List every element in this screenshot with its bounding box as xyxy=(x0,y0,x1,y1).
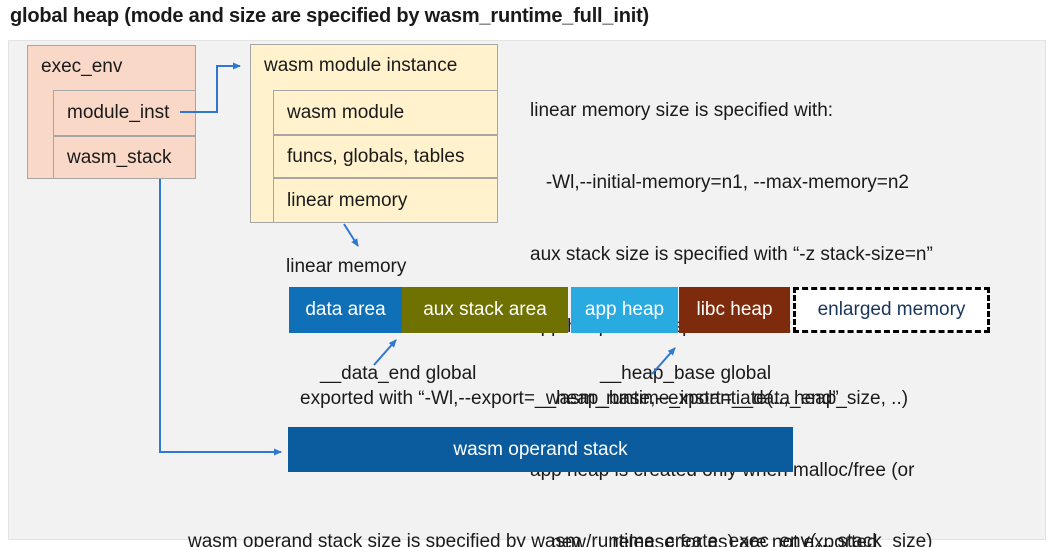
note-line: aux stack size is specified with “-z sta… xyxy=(530,244,933,265)
footer-line: wasm operand stack size is specified by … xyxy=(188,531,933,547)
row-module-inst: module_inst xyxy=(53,90,196,136)
row-module-inst-label: module_inst xyxy=(67,102,170,123)
exec-env-header: exec_env xyxy=(41,56,123,77)
diagram-title: global heap (mode and size are specified… xyxy=(10,5,649,27)
segment-app-heap-label: app heap xyxy=(584,299,665,320)
row-wasm-stack-label: wasm_stack xyxy=(67,146,172,168)
row-linear-memory-label: linear memory xyxy=(287,189,408,211)
segment-data-area: data area xyxy=(289,287,402,333)
note-line: wasm_runtime_instantiate(.., heap_size, … xyxy=(530,388,909,409)
note-line: linear memory size is specified with: xyxy=(530,100,834,121)
row-funcs-globals-tables: funcs, globals, tables xyxy=(273,135,498,178)
exported-label: exported with “-Wl,--export=__heap_base,… xyxy=(300,388,839,409)
segment-aux-stack-area: aux stack area xyxy=(402,287,568,333)
operand-stack-label: wasm operand stack xyxy=(453,438,628,460)
note-line: __new/__release for as) are not exported xyxy=(530,532,878,547)
row-funcs-globals-tables-label: funcs, globals, tables xyxy=(287,145,465,167)
linear-memory-label: linear memory xyxy=(286,256,407,277)
row-wasm-module: wasm module xyxy=(273,90,498,135)
operand-stack-bar: wasm operand stack xyxy=(288,427,793,472)
note-line: -Wl,--initial-memory=n1, --max-memory=n2 xyxy=(530,172,909,193)
segment-data-area-label: data area xyxy=(305,299,386,320)
data-end-label: __data_end global xyxy=(320,363,477,384)
segment-app-heap: app heap xyxy=(571,287,678,333)
segment-enlarged-memory-label: enlarged memory xyxy=(817,299,966,320)
footer-note: wasm operand stack size is specified by … xyxy=(188,479,933,547)
row-wasm-module-label: wasm module xyxy=(287,101,405,123)
segment-libc-heap-label: libc heap xyxy=(696,299,773,320)
segment-aux-stack-area-label: aux stack area xyxy=(423,299,547,320)
segment-enlarged-memory: enlarged memory xyxy=(793,287,990,333)
segment-libc-heap: libc heap xyxy=(679,287,790,333)
heap-base-label: __heap_base global xyxy=(600,363,772,384)
row-linear-memory: linear memory xyxy=(273,178,498,223)
row-wasm-stack: wasm_stack xyxy=(53,136,196,179)
module-instance-header: wasm module instance xyxy=(264,55,458,76)
